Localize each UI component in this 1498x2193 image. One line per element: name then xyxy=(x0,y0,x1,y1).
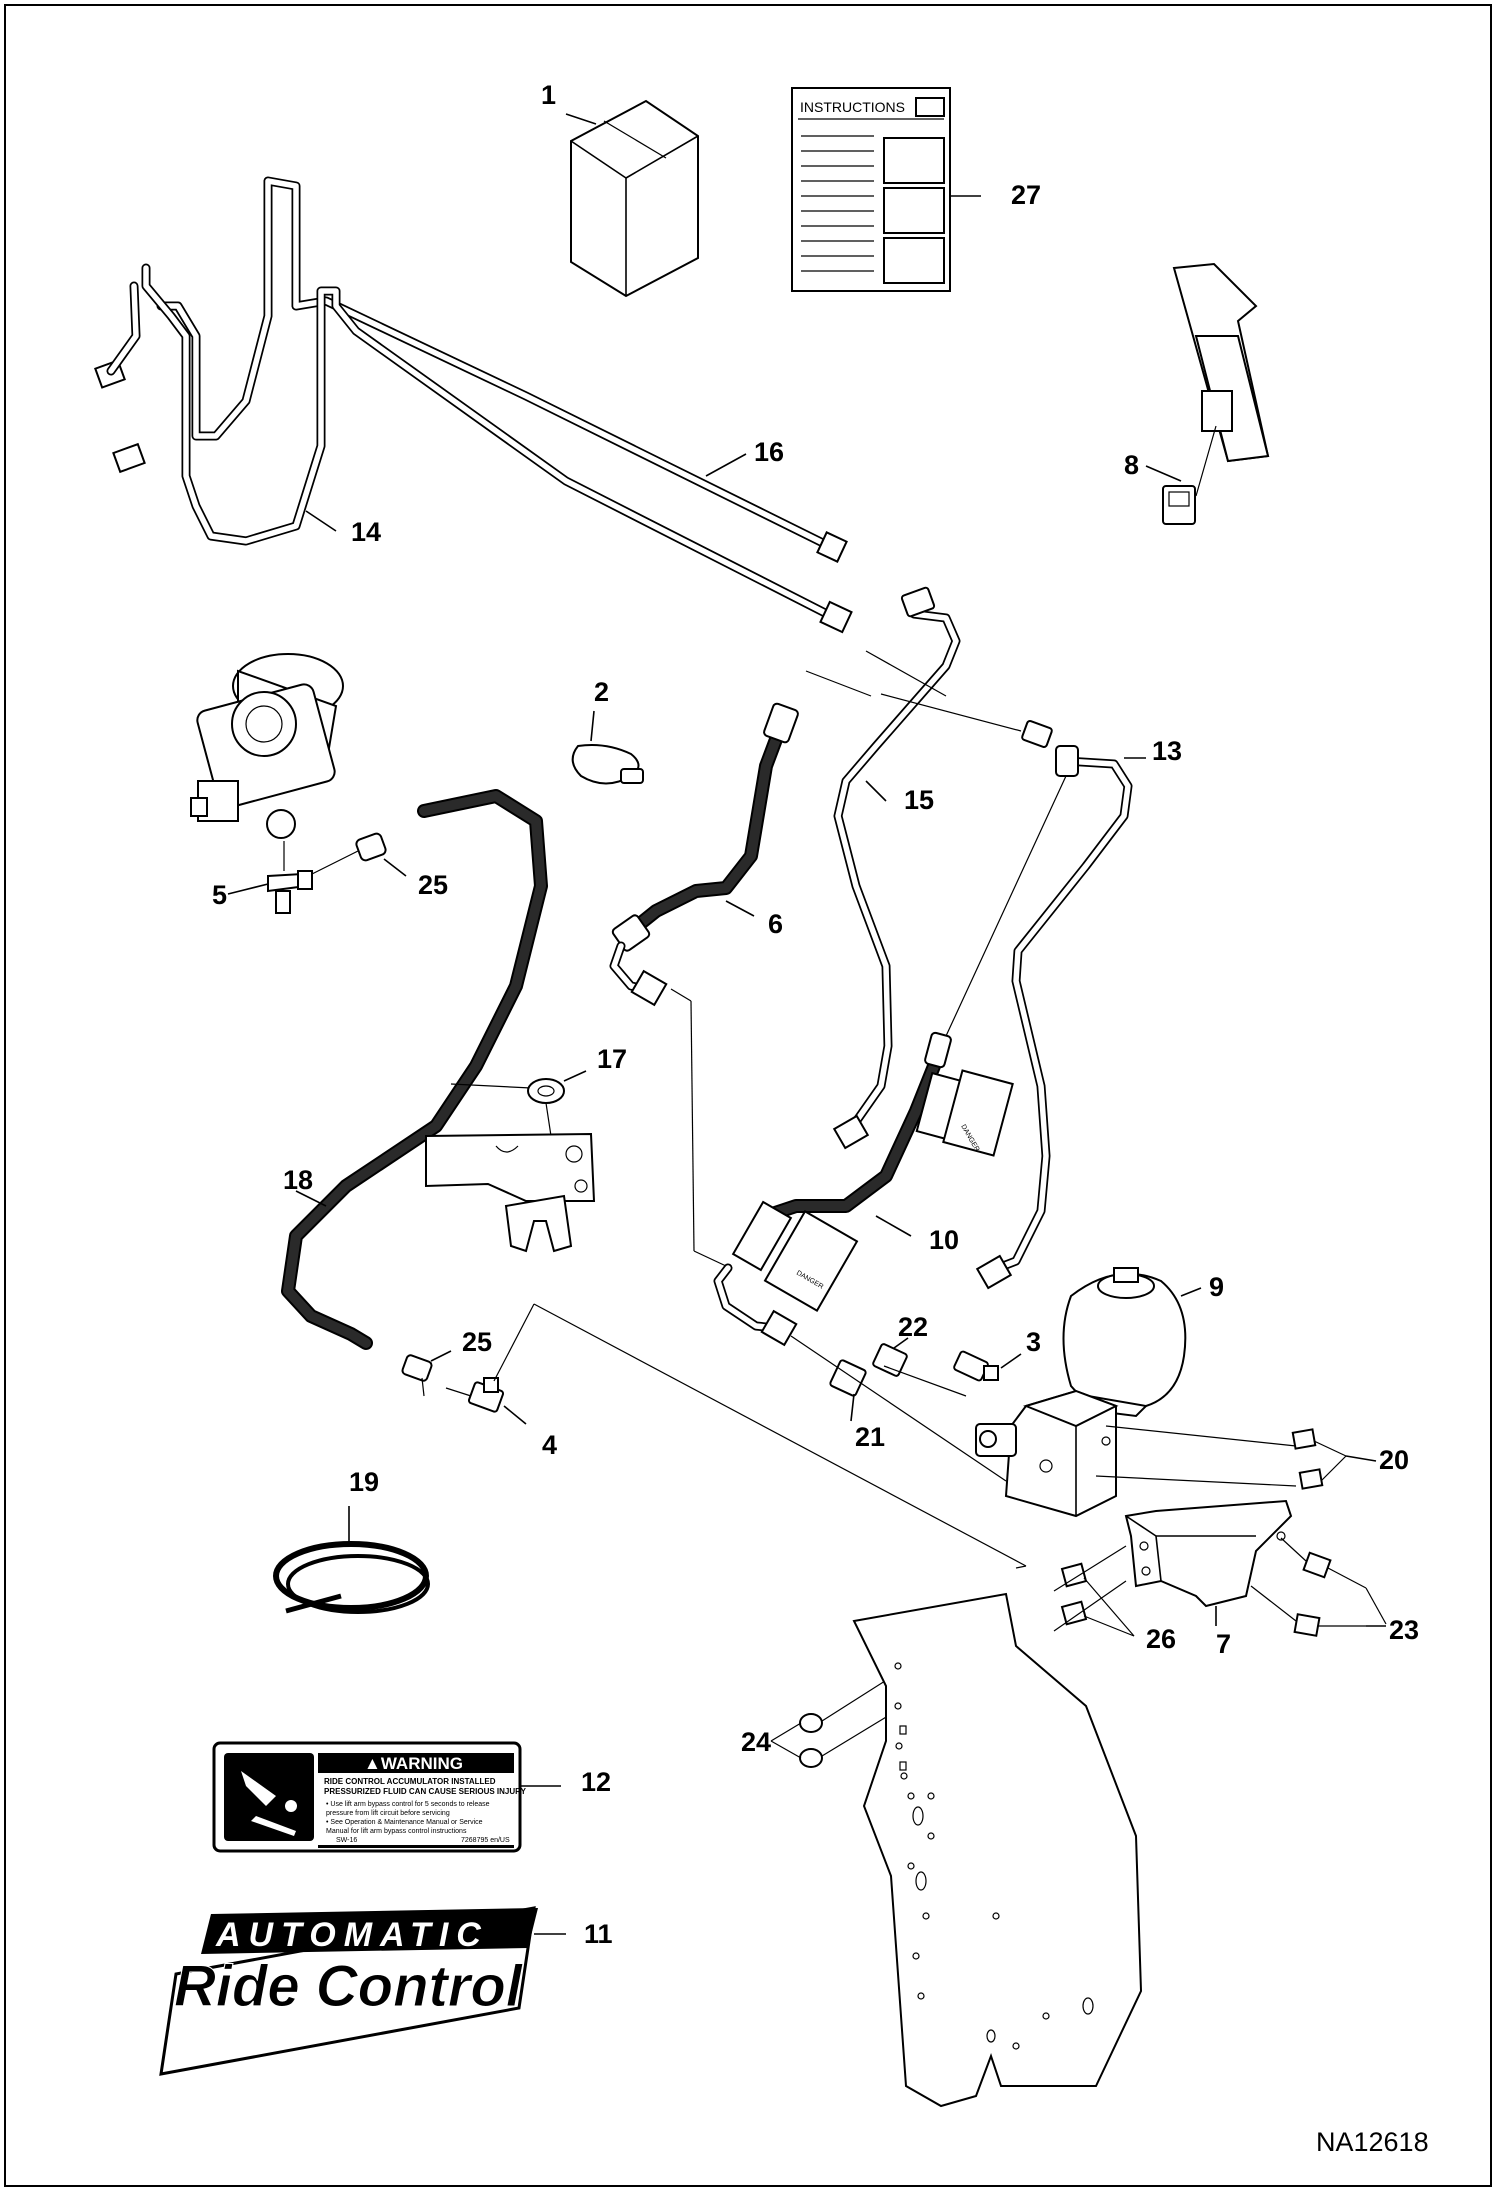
part-14-tube-line xyxy=(94,263,853,634)
part-2-hose-clamp xyxy=(571,710,644,785)
part-26-nuts xyxy=(1053,1545,1135,1637)
callout-12: 12 xyxy=(581,1767,611,1797)
part-11-ride-control-decal: AUTOMATIC Ride Control xyxy=(159,1906,566,2076)
warning-decal-code-right: 7268795 en/US xyxy=(461,1837,510,1844)
callout-23: 23 xyxy=(1389,1615,1419,1645)
callout-26: 26 xyxy=(1146,1624,1176,1654)
callout-21: 21 xyxy=(855,1422,885,1452)
part-8-switch xyxy=(1145,262,1270,525)
hydraulic-pump xyxy=(190,653,344,839)
warning-decal-subheader-2: PRESSURIZED FLUID CAN CAUSE SERIOUS INJU… xyxy=(324,1787,527,1796)
part-19-wire-harness xyxy=(273,1506,430,1614)
part-6-hose xyxy=(609,702,799,1267)
part-5-fitting xyxy=(227,841,313,914)
callout-10: 10 xyxy=(929,1225,959,1255)
callout-5: 5 xyxy=(212,880,227,910)
part-7-bracket xyxy=(1124,1499,1293,1626)
part-25-clamp-upper xyxy=(311,832,407,877)
callout-2: 2 xyxy=(594,677,609,707)
part-4-fitting xyxy=(445,1303,1027,1569)
callout-9: 9 xyxy=(1209,1272,1224,1302)
instructions-title: INSTRUCTIONS xyxy=(800,99,905,115)
diagram-frame: INSTRUCTIONS xyxy=(4,4,1492,2187)
warning-decal-bullet-2: pressure from lift circuit before servic… xyxy=(326,1810,450,1817)
decal-automatic-text: AUTOMATIC xyxy=(215,1916,489,1954)
warning-decal-bullet-4: Manual for lift arm bypass control instr… xyxy=(326,1828,467,1835)
part-22-fitting xyxy=(872,1337,909,1377)
callout-3: 3 xyxy=(1026,1327,1041,1357)
callout-8: 8 xyxy=(1124,450,1139,480)
warning-decal-header: ▲WARNING xyxy=(364,1754,463,1773)
callout-14: 14 xyxy=(351,517,381,547)
callout-7: 7 xyxy=(1216,1629,1231,1659)
part-18-hose xyxy=(281,789,548,1350)
part-25-clamp-lower xyxy=(401,1350,452,1397)
warning-decal-code-left: SW-16 xyxy=(336,1837,357,1844)
warning-decal-subheader: RIDE CONTROL ACCUMULATOR INSTALLED xyxy=(324,1777,496,1786)
callout-25: 25 xyxy=(462,1327,492,1357)
callout-24: 24 xyxy=(741,1727,771,1757)
part-23-bolts xyxy=(1250,1537,1387,1637)
part-12-warning-decal: ▲WARNING RIDE CONTROL ACCUMULATOR INSTAL… xyxy=(212,1741,561,1853)
decal-ride-control-text: Ride Control xyxy=(174,1954,524,2019)
part-17-grommet xyxy=(527,1070,587,1137)
part-27-instructions-sheet: INSTRUCTIONS xyxy=(791,87,981,292)
warning-decal-bullet-3: • See Operation & Maintenance Manual or … xyxy=(326,1819,483,1826)
valve-block xyxy=(975,1389,1119,1518)
part-16-tube-line xyxy=(112,176,848,563)
callout-6: 6 xyxy=(768,909,783,939)
callout-4: 4 xyxy=(542,1430,557,1460)
part-21-fitting xyxy=(829,1359,867,1422)
callout-11: 11 xyxy=(584,1919,613,1949)
hose-bracket xyxy=(425,1132,596,1253)
part-20-bolts xyxy=(1095,1425,1377,1490)
part-3-fitting xyxy=(953,1350,1022,1382)
part-10-hose-assembly: DANGER DANGER xyxy=(713,775,1067,1347)
callout-27: 27 xyxy=(1011,180,1041,210)
callout-19: 19 xyxy=(349,1467,379,1497)
part-24-nuts xyxy=(770,1673,897,1768)
callout-16: 16 xyxy=(754,437,784,467)
callout-1: 1 xyxy=(541,80,556,110)
callout-17: 17 xyxy=(597,1044,627,1074)
callout-15: 15 xyxy=(904,785,934,815)
callout-18: 18 xyxy=(283,1165,313,1195)
callout-25: 25 xyxy=(418,870,448,900)
warning-decal-bullet-1: • Use lift arm bypass control for 5 seco… xyxy=(326,1801,490,1808)
frame-plate xyxy=(852,1592,1143,2108)
part-13-tube-line xyxy=(975,720,1146,1290)
callout-13: 13 xyxy=(1152,736,1182,766)
drawing-reference-number: NA12618 xyxy=(1316,2127,1429,2157)
exploded-parts-diagram: INSTRUCTIONS xyxy=(94,80,1429,2157)
part-15-tube-line xyxy=(832,586,1022,1150)
part-1-box xyxy=(565,99,699,298)
callout-22: 22 xyxy=(898,1312,928,1342)
callout-20: 20 xyxy=(1379,1445,1409,1475)
